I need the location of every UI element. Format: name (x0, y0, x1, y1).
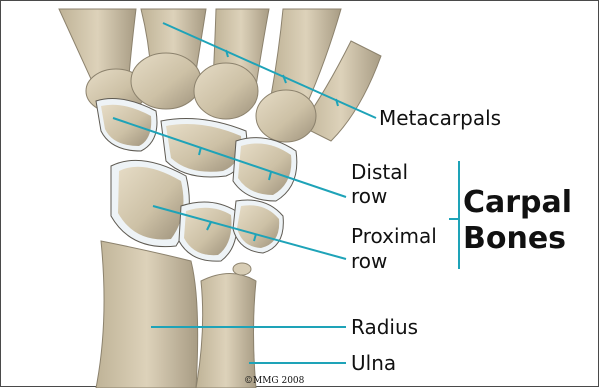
label-proximal: Proximal (351, 225, 437, 247)
label-metacarpals: Metacarpals (379, 107, 501, 129)
label-distal-row: row (351, 185, 387, 207)
label-ulna: Ulna (351, 352, 396, 374)
label-proximal-row: row (351, 250, 387, 272)
forearm-bones (96, 241, 256, 388)
copyright-notice: ©MMG 2008 (244, 376, 304, 386)
carpal-bones-bracket (449, 161, 459, 269)
label-radius: Radius (351, 316, 418, 338)
label-distal: Distal (351, 161, 408, 183)
label-carpal: Carpal (463, 187, 572, 219)
label-bones: Bones (463, 223, 566, 255)
